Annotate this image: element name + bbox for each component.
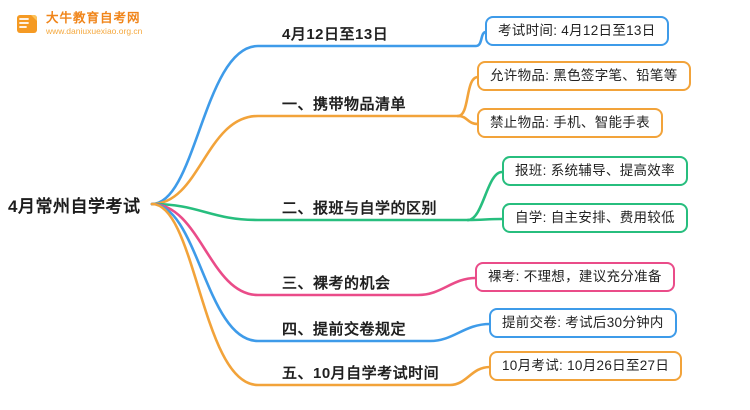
branch-node-class-vs-self[interactable]: 二、报班与自学的区别 xyxy=(282,200,438,217)
branch-line xyxy=(456,114,480,126)
logo-title: 大牛教育自考网 xyxy=(46,11,141,26)
branch-line xyxy=(466,217,504,222)
leaf-node-self-benefit[interactable]: 自学: 自主安排、费用较低 xyxy=(502,203,688,233)
branch-node-early-submit[interactable]: 四、提前交卷规定 xyxy=(282,321,407,338)
leaf-node-october-date[interactable]: 10月考试: 10月26日至27日 xyxy=(489,351,683,381)
book-icon xyxy=(14,11,40,37)
branch-node-bare-exam[interactable]: 三、裸考的机会 xyxy=(282,275,391,292)
branch-node-items-list[interactable]: 一、携带物品清单 xyxy=(282,96,407,113)
leaf-node-class-benefit[interactable]: 报班: 系统辅导、提高效率 xyxy=(502,156,688,186)
branch-line xyxy=(466,170,504,222)
root-node[interactable]: 4月常州自学考试 xyxy=(8,197,141,216)
branch-line xyxy=(150,30,488,206)
branch-line xyxy=(150,114,460,206)
leaf-node-allowed-items[interactable]: 允许物品: 黑色签字笔、铅笔等 xyxy=(477,61,691,91)
leaf-node-early-submit-rule[interactable]: 提前交卷: 考试后30分钟内 xyxy=(489,308,677,338)
branch-node-exam-date[interactable]: 4月12日至13日 xyxy=(282,26,389,43)
leaf-node-bare-exam-advice[interactable]: 裸考: 不理想，建议充分准备 xyxy=(475,262,675,292)
leaf-node-forbidden-items[interactable]: 禁止物品: 手机、智能手表 xyxy=(477,108,663,138)
leaf-node-exam-time[interactable]: 考试时间: 4月12日至13日 xyxy=(485,16,669,46)
branch-node-october-exam[interactable]: 五、10月自学考试时间 xyxy=(282,365,440,382)
logo[interactable]: 大牛教育自考网 www.daniuxuexiao.org.cn xyxy=(14,11,142,37)
logo-url: www.daniuxuexiao.org.cn xyxy=(46,25,143,36)
branch-line xyxy=(150,202,492,387)
branch-line xyxy=(456,75,480,118)
